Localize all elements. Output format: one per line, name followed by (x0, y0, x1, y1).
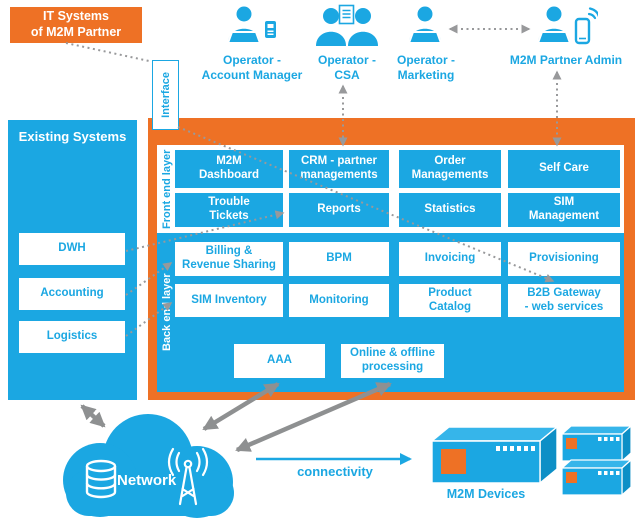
backend-box-b2b-gateway: B2B Gateway - web services (508, 284, 620, 317)
interface-label: Interface (159, 72, 172, 118)
frontend-box-self-care: Self Care (508, 150, 620, 188)
backend-box-product-catalog: Product Catalog (399, 284, 501, 317)
m2m-platform-container: Front end layer Back end layer M2M Dashb… (148, 118, 635, 400)
m2m-devices-label: M2M Devices (446, 487, 526, 501)
backend-box-sim-inventory: SIM Inventory (175, 284, 283, 317)
frontend-box-reports: Reports (289, 193, 389, 227)
network-cloud-shape (63, 414, 234, 518)
existing-system-accounting: Accounting (19, 278, 125, 310)
operator-csa-label: Operator - CSA (317, 53, 376, 82)
backend-box-invoicing: Invoicing (399, 242, 501, 276)
frontend-box-crm-partner-managements: CRM - partner managements (289, 150, 389, 188)
network-label: Network (117, 472, 177, 489)
m2m-device-small-2 (561, 459, 632, 496)
existing-system-logistics: Logistics (19, 321, 125, 353)
backend-box-aaa: AAA (234, 344, 325, 378)
it-systems-label: IT Systems of M2M Partner (30, 9, 122, 39)
backend-box-bpm: BPM (289, 242, 389, 276)
operator-account-manager-icon (226, 6, 276, 44)
m2m-device-large (431, 426, 558, 484)
m2m-partner-admin-label: M2M Partner Admin (509, 53, 623, 67)
backend-box-billing-revenue-sharing: Billing & Revenue Sharing (175, 242, 283, 276)
frontend-box-m2m-dashboard: M2M Dashboard (175, 150, 283, 188)
it-systems-partner-box: IT Systems of M2M Partner (10, 7, 142, 43)
operator-marketing-icon (407, 6, 443, 44)
backend-box-provisioning: Provisioning (508, 242, 620, 276)
arrow-existing-systems-cloud (80, 404, 106, 428)
existing-system-dwh: DWH (19, 233, 125, 265)
connectivity-label: connectivity (297, 464, 373, 479)
frontend-box-sim-management: SIM Management (508, 193, 620, 227)
existing-systems-panel: Existing Systems DWH Accounting Logistic… (8, 120, 137, 400)
frontend-box-order-managements: Order Managements (399, 150, 501, 188)
m2m-partner-admin-icon (536, 6, 598, 45)
existing-systems-title: Existing Systems (18, 129, 127, 144)
backend-box-online-offline-processing: Online & offline processing (341, 344, 444, 378)
operator-csa-icon (316, 4, 378, 46)
backend-box-monitoring: Monitoring (289, 284, 389, 317)
frontend-box-trouble-tickets: Trouble Tickets (175, 193, 283, 227)
operator-account-manager-label: Operator - Account Manager (201, 53, 303, 82)
frontend-box-statistics: Statistics (399, 193, 501, 227)
front-end-layer-label: Front end layer (161, 149, 173, 229)
database-icon (85, 459, 117, 499)
dotted-line-itsystems-interface (65, 42, 150, 62)
operator-marketing-label: Operator - Marketing (396, 53, 455, 82)
back-end-layer-label: Back end layer (161, 273, 173, 352)
m2m-device-small-1 (561, 425, 632, 462)
interface-box: Interface (152, 60, 179, 130)
